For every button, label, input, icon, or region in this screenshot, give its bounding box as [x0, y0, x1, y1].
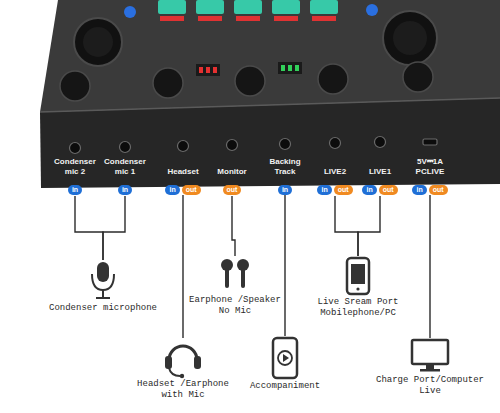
device-label: Earphone /Speaker No Mic [189, 295, 281, 317]
port-label: LIVE1 [358, 157, 402, 177]
audio-port: Condenser mic 2 in [50, 157, 100, 195]
port-direction-badge: in [278, 185, 292, 195]
badge-text: in [169, 186, 175, 193]
port-label: Headset [160, 157, 206, 177]
port-direction-badge: out [223, 185, 242, 195]
badge-row: in [278, 185, 292, 195]
device-target: Accompaniment [245, 338, 325, 392]
audio-port: 5V⎓1A PCLIVE in out [406, 157, 454, 195]
connector-line [358, 196, 380, 256]
audio-port: LIVE1 in out [358, 157, 402, 195]
connector-line [284, 195, 285, 336]
device-label: Charge Port/Computer Live [372, 375, 488, 397]
badge-text: in [366, 186, 372, 193]
port-label: Monitor [210, 157, 254, 177]
port-direction-badge: in [165, 185, 179, 195]
badge-row: in [68, 185, 82, 195]
port-direction-badge: in [412, 185, 426, 195]
badge-row: in out [165, 185, 200, 195]
badge-text: in [282, 186, 288, 193]
port-direction-badge: in [362, 185, 376, 195]
device-label: Condenser microphone [49, 303, 157, 314]
badge-row: out [223, 185, 242, 195]
device-label: Headset /Earphone with Mic [134, 379, 232, 401]
badge-text: out [186, 186, 197, 193]
device-target: Earphone /Speaker No Mic [189, 258, 281, 317]
connector-line [429, 195, 430, 338]
device-target: Condenser microphone [43, 262, 163, 314]
connector-line [335, 196, 358, 256]
badge-row: in out [412, 185, 447, 195]
port-label: Condenser mic 2 [50, 157, 100, 177]
connector-line [75, 196, 103, 260]
audio-port: LIVE2 in out [313, 157, 357, 195]
badge-text: in [122, 186, 128, 193]
badge-text: in [72, 186, 78, 193]
port-direction-badge: out [429, 185, 448, 195]
device-target: Live Sream Port Mobilephone/PC [313, 258, 403, 319]
badge-row: in out [317, 185, 352, 195]
port-label: 5V⎓1A PCLIVE [406, 157, 454, 177]
badge-row: in out [362, 185, 397, 195]
device-label: Live Sream Port Mobilephone/PC [313, 297, 403, 319]
badge-text: in [416, 186, 422, 193]
port-direction-badge: out [334, 185, 353, 195]
connector-line [103, 196, 125, 260]
badge-row: in [118, 185, 132, 195]
port-direction-badge: out [379, 185, 398, 195]
port-direction-badge: in [118, 185, 132, 195]
audio-port: Backing Track in [261, 157, 309, 195]
port-direction-badge: out [182, 185, 201, 195]
port-direction-badge: in [317, 185, 331, 195]
port-label: Condenser mic 1 [100, 157, 150, 177]
audio-port: Monitor out [210, 157, 254, 195]
audio-port: Condenser mic 1 in [100, 157, 150, 195]
badge-text: out [227, 186, 238, 193]
device-target: Charge Port/Computer Live [372, 340, 488, 397]
device-target: Headset /Earphone with Mic [134, 340, 232, 401]
audio-port: Headset in out [160, 157, 206, 195]
connector-line [182, 195, 183, 338]
badge-text: out [383, 186, 394, 193]
port-direction-badge: in [68, 185, 82, 195]
port-label: Backing Track [261, 157, 309, 177]
connector-line [232, 196, 235, 256]
badge-text: out [433, 186, 444, 193]
port-label: LIVE2 [313, 157, 357, 177]
badge-text: out [338, 186, 349, 193]
badge-text: in [321, 186, 327, 193]
device-label: Accompaniment [250, 381, 320, 392]
